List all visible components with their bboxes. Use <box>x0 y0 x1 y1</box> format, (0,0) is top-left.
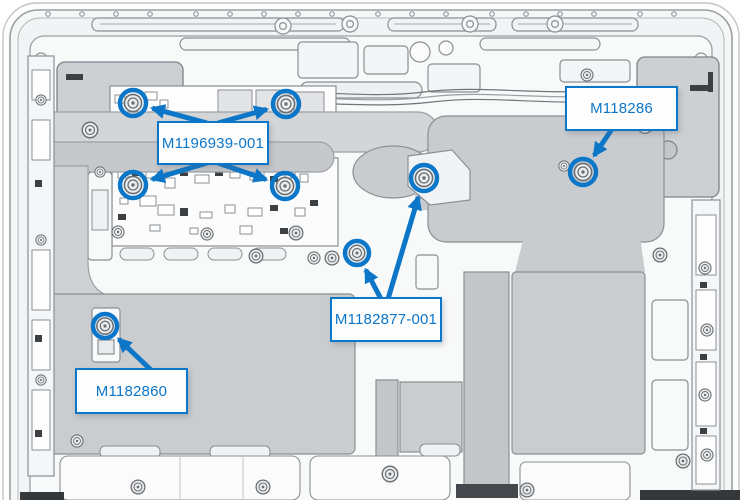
callout-arrow <box>116 337 153 372</box>
screw-callout-circle <box>567 156 599 188</box>
screw-callout-circle <box>269 170 301 202</box>
battery-cells <box>20 443 740 500</box>
callout-label: M1182860 <box>95 382 168 400</box>
callout-box-m1182860: M1182860 <box>75 368 188 414</box>
callout-arrow <box>363 267 384 301</box>
screw-callout-circle <box>117 169 149 201</box>
callout-label: M1196939-001 <box>161 134 265 152</box>
callout-box-m1196939: M1196939-001 <box>157 121 269 165</box>
callout-box-m118286: M118286 <box>565 86 678 131</box>
screw-callout-circle <box>117 87 149 119</box>
callout-label: M1182877-001 <box>334 311 438 328</box>
callout-arrow <box>385 194 422 300</box>
screw-callout-circle <box>342 238 372 268</box>
callout-box-m1182877: M1182877-001 <box>330 297 442 342</box>
screw-callout-circle <box>270 88 302 120</box>
callout-label: M118286 <box>590 100 653 117</box>
callout-arrow <box>149 104 208 126</box>
screw-callout-circle <box>408 162 440 194</box>
callout-arrow <box>592 127 615 158</box>
left-edge-modules <box>27 55 55 477</box>
screw-callout-circle <box>90 311 120 341</box>
battery-cover <box>42 254 689 493</box>
callout-arrow <box>217 160 269 183</box>
callout-arrow <box>217 105 270 126</box>
callout-arrow <box>149 160 208 183</box>
